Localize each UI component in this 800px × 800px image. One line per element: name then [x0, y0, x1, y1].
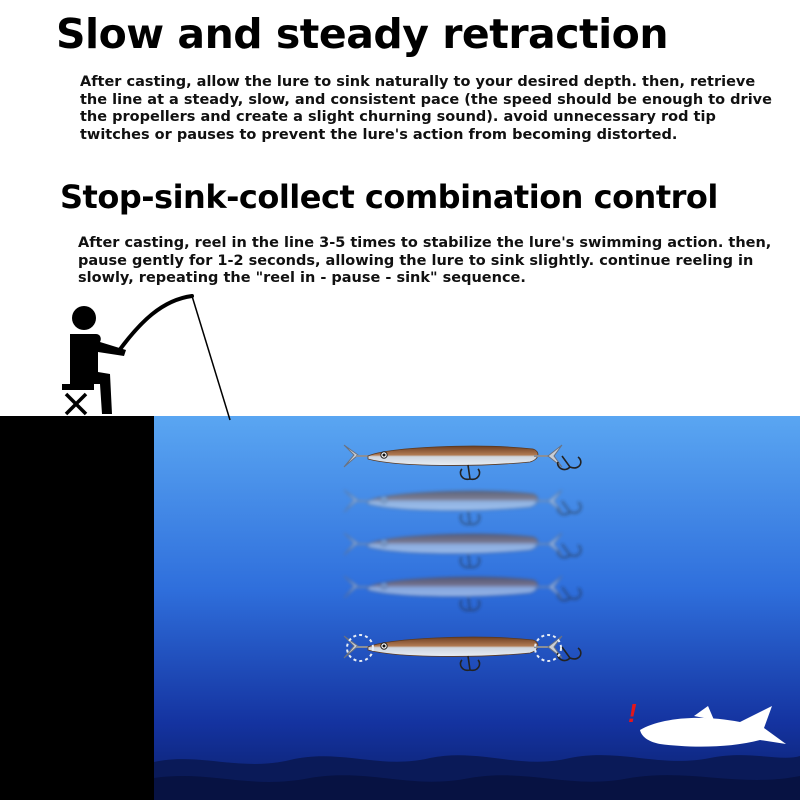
lure-icon-bottom [343, 634, 582, 672]
fisherman-icon [70, 306, 126, 414]
heading-slow-steady-retraction: Slow and steady retraction [56, 10, 669, 58]
paragraph-stop-sink-collect: After casting, reel in the line 3-5 time… [78, 235, 772, 286]
exclamation-icon: ! [628, 698, 637, 728]
predator-fish-icon [640, 706, 786, 747]
fishing-rod-icon [116, 294, 231, 421]
seabed-waves [154, 755, 800, 800]
stool-icon [62, 384, 94, 416]
heading-stop-sink-collect: Stop-sink-collect combination control [60, 178, 718, 216]
paragraph-slow-steady-retraction: After casting, allow the lure to sink na… [80, 74, 772, 143]
bank [0, 416, 154, 800]
